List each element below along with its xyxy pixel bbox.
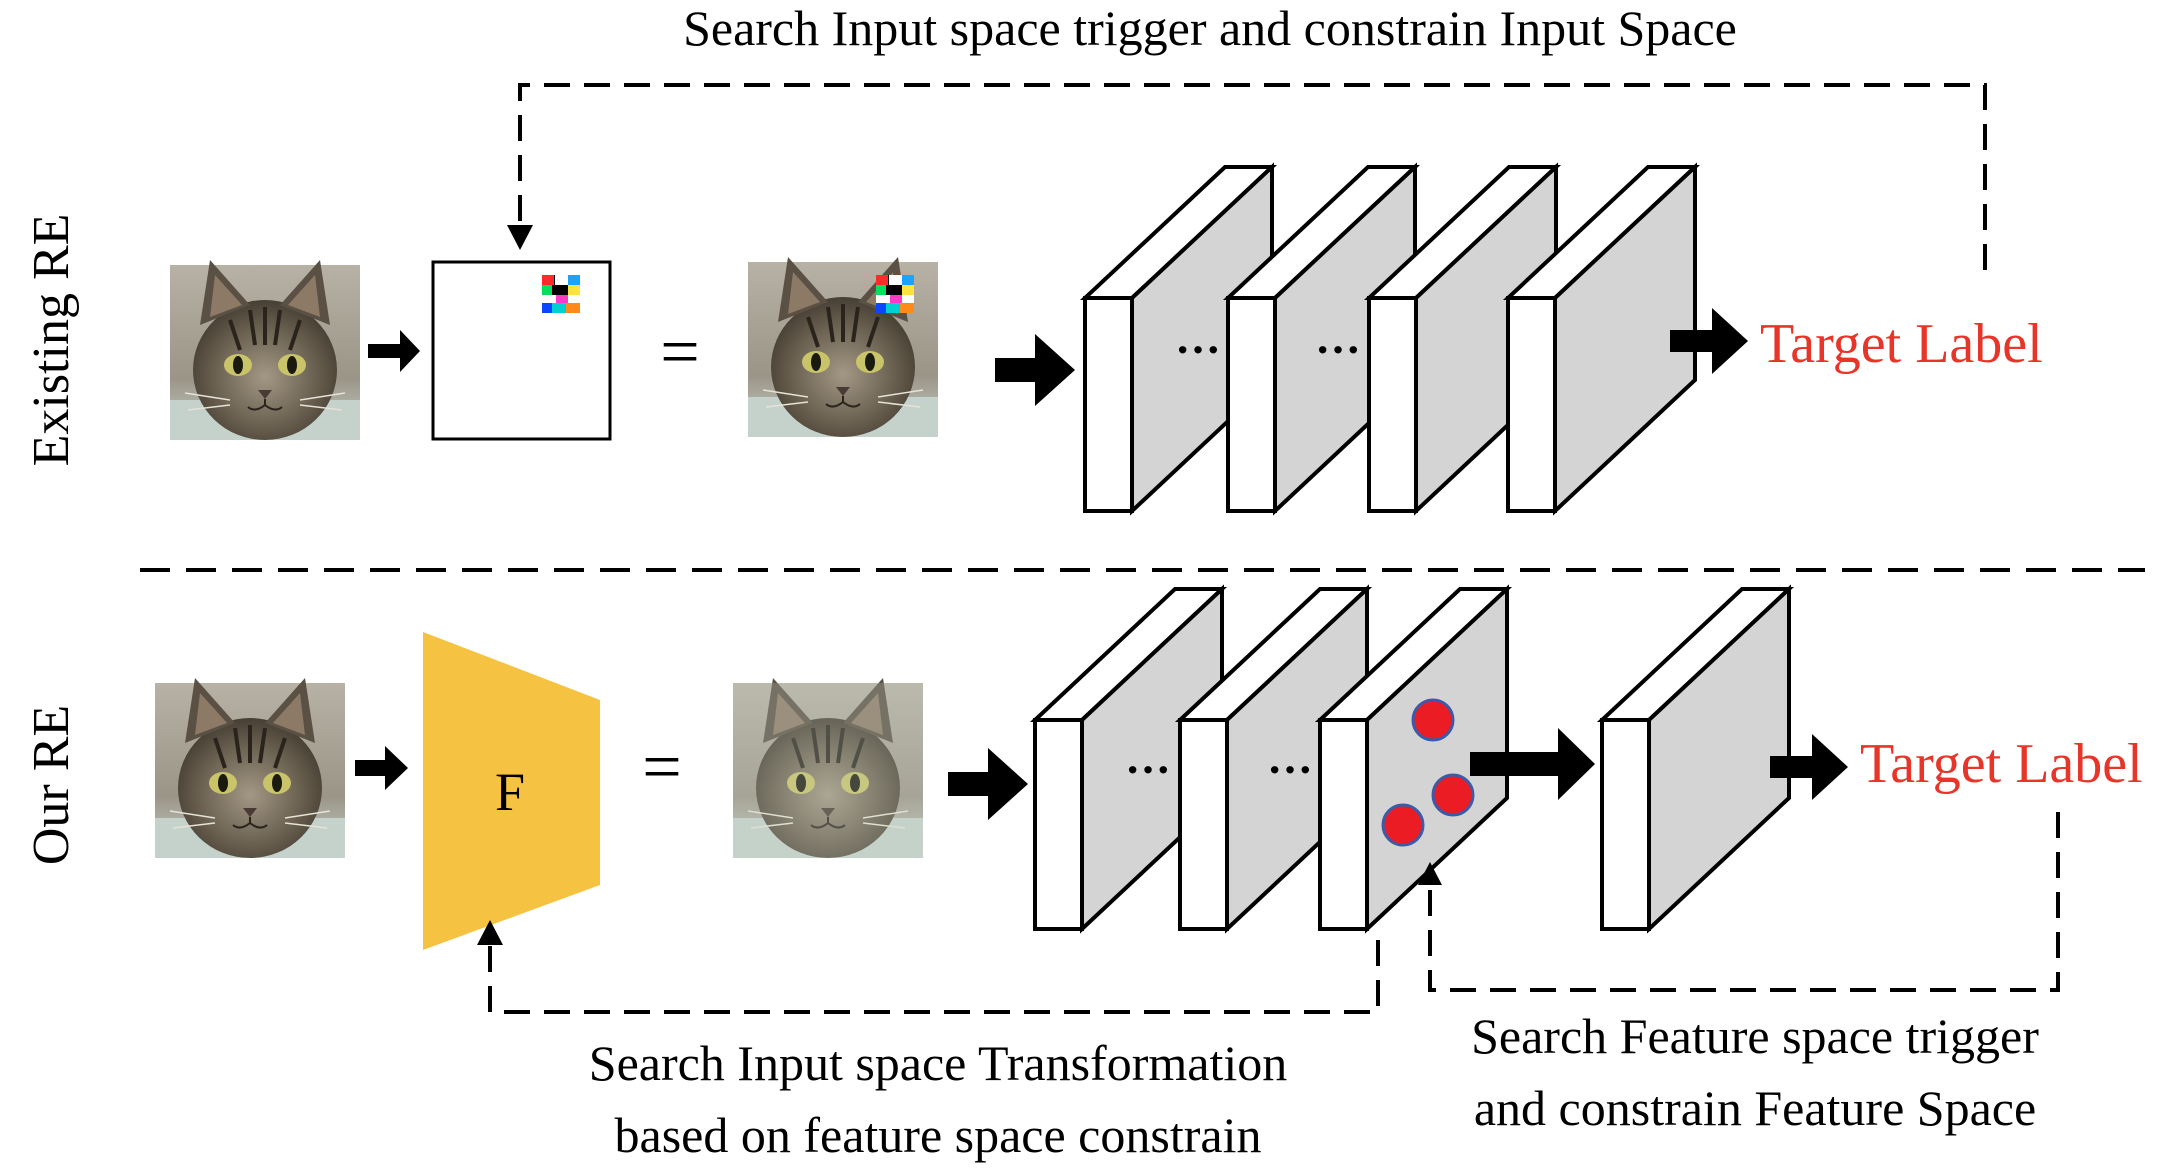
- feedback-arrow-top-head: [507, 225, 533, 250]
- equals-bottom: =: [642, 729, 681, 806]
- arrow-bottom-1: [355, 746, 408, 790]
- target-label-bottom: Target Label: [1860, 733, 2143, 795]
- trigger-patch: [542, 275, 580, 313]
- arrow-top-3: [1670, 308, 1748, 374]
- feedback-arrow-top: [518, 83, 1987, 270]
- equals-top: =: [660, 314, 699, 391]
- transform-network-f: [423, 632, 600, 950]
- trigger-patch-on-image: [876, 275, 914, 313]
- caption-bottom-left-line2: based on feature space constrain: [615, 1107, 1262, 1163]
- transformed-image: [731, 676, 925, 860]
- ellipsis-bottom-2: ···: [1267, 744, 1313, 795]
- feedback-arrow-bottom-left: [488, 940, 1380, 1014]
- ellipsis-bottom-1: ···: [1125, 744, 1171, 795]
- row-label-ours: Our RE: [23, 705, 80, 865]
- arrow-bottom-3: [1470, 728, 1595, 800]
- feedback-arrow-bottom-right: [1428, 812, 2060, 992]
- input-image-bottom: [153, 676, 347, 860]
- layer-block-top-2: [1222, 162, 1421, 516]
- ellipsis-top-1: ···: [1175, 324, 1221, 375]
- caption-bottom-right-line2: and constrain Feature Space: [1474, 1080, 2036, 1136]
- layer-block-bottom-4: [1596, 584, 1795, 934]
- input-image-top: [168, 258, 362, 442]
- ellipsis-top-2: ···: [1315, 324, 1361, 375]
- target-label-top: Target Label: [1760, 313, 2043, 375]
- arrow-top-2: [995, 334, 1075, 406]
- caption-bottom-left-line1: Search Input space Transformation: [589, 1035, 1287, 1091]
- layer-block-top-3: [1363, 162, 1562, 516]
- layer-block-bottom-1: [1029, 584, 1228, 934]
- arrow-bottom-2: [948, 748, 1028, 820]
- feedback-arrow-bottom-left-head: [477, 920, 503, 945]
- caption-top: Search Input space trigger and constrain…: [683, 0, 1737, 56]
- row-label-existing: Existing RE: [23, 214, 80, 467]
- transform-label: F: [495, 762, 525, 822]
- layer-block-top-1: [1079, 162, 1278, 516]
- trigger-mask-box: [431, 260, 612, 441]
- feature-trigger-points: [1381, 698, 1475, 847]
- arrow-bottom-4: [1770, 734, 1848, 800]
- arrow-top-1: [368, 330, 420, 372]
- layer-block-bottom-2: [1174, 584, 1373, 934]
- layer-block-top-4: [1502, 162, 1701, 516]
- feedback-arrow-bottom-right-head: [1418, 862, 1442, 885]
- caption-bottom-right-line1: Search Feature space trigger: [1471, 1008, 2039, 1064]
